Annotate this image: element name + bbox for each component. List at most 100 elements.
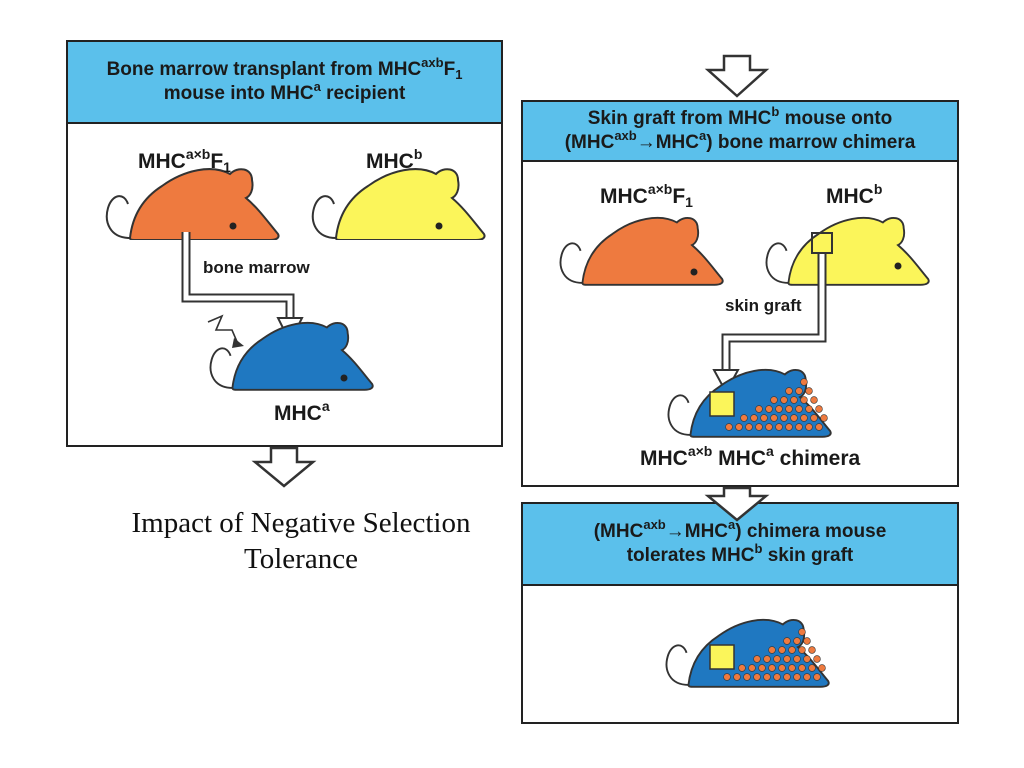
donor-cell-dot [785, 423, 793, 431]
donor-cell-dot [805, 405, 813, 413]
donor-cell-dot [778, 646, 786, 654]
arrow-down-icon [704, 54, 770, 98]
donor-cell-dot [803, 637, 811, 645]
donor-cell-dot [753, 655, 761, 663]
donor-cell-dot [790, 396, 798, 404]
donor-cell-dot [795, 405, 803, 413]
donor-cell-dot [768, 646, 776, 654]
donor-cell-dot [795, 423, 803, 431]
panel1-header-line2: mouse into MHCa recipient [163, 79, 406, 104]
irradiation-arrowhead-icon [232, 338, 244, 348]
panel1-header-line1: Bone marrow transplant from MHCaxbF1 [106, 55, 463, 82]
donor-cell-dot [793, 655, 801, 663]
label-f1: MHCa×bF1 [600, 181, 693, 210]
panel3-header-line1: (MHCaxb→MHCa) chimera mouse [593, 517, 887, 542]
donor-cell-dot [808, 664, 816, 672]
irradiation-bolt-icon [207, 314, 239, 345]
donor-cell-dot [743, 673, 751, 681]
donor-cell-dots [723, 628, 826, 681]
mouse-orange-f1 [559, 216, 724, 286]
arrow-down-icon [251, 446, 317, 488]
donor-cell-dot [785, 387, 793, 395]
skin-graft-patch [709, 391, 735, 417]
donor-cell-dot [758, 664, 766, 672]
label-recipient-mhca: MHCa [274, 398, 330, 425]
donor-cell-dot [780, 414, 788, 422]
donor-cell-dot [798, 646, 806, 654]
donor-cell-dot [800, 396, 808, 404]
slide-caption: Impact of Negative Selection Tolerance [96, 505, 506, 577]
panel2-header-line2: (MHCaxb→MHCa) bone marrow chimera [564, 128, 916, 153]
donor-cell-dot [775, 423, 783, 431]
donor-cell-dot [780, 396, 788, 404]
donor-cell-dot [818, 664, 826, 672]
donor-cell-dot [740, 414, 748, 422]
donor-cell-dot [765, 405, 773, 413]
donor-cell-dot [788, 664, 796, 672]
donor-cell-dot [768, 664, 776, 672]
donor-cell-dot [793, 637, 801, 645]
donor-cell-dot [788, 646, 796, 654]
donor-cell-dot [813, 655, 821, 663]
donor-cell-dot [805, 423, 813, 431]
donor-cell-dot [773, 673, 781, 681]
donor-cell-dot [735, 423, 743, 431]
donor-cell-dot [793, 673, 801, 681]
recipient-mouse-blue [209, 321, 374, 391]
donor-cell-dot [765, 423, 773, 431]
donor-cell-dot [800, 414, 808, 422]
donor-cell-dot [800, 378, 808, 386]
donor-cell-dot [820, 414, 828, 422]
donor-cell-dot [770, 396, 778, 404]
chimera-mouse [667, 368, 832, 438]
donor-cell-dot [748, 664, 756, 672]
donor-cell-dot [783, 655, 791, 663]
donor-cell-dot [783, 673, 791, 681]
donor-cell-dot [753, 673, 761, 681]
donor-cell-dot [798, 664, 806, 672]
bone-marrow-arrow [181, 232, 304, 345]
label-chimera: MHCa×b MHCa chimera [640, 443, 861, 470]
donor-cell-dot [815, 405, 823, 413]
donor-cell-dot [813, 673, 821, 681]
donor-cell-dot [778, 664, 786, 672]
donor-cell-dot [733, 673, 741, 681]
donor-cell-dot [755, 405, 763, 413]
donor-cell-dot [738, 664, 746, 672]
donor-cell-dot [723, 673, 731, 681]
donor-cell-dot [763, 655, 771, 663]
donor-cell-dot [815, 423, 823, 431]
skin-graft-arrow [712, 254, 827, 395]
label-mhcb-donor: MHCb [826, 181, 883, 208]
donor-cell-dot [783, 637, 791, 645]
donor-cell-dot [795, 387, 803, 395]
donor-cell-dot [755, 423, 763, 431]
donor-mouse-orange [105, 168, 280, 240]
panel-skin-graft: Skin graft from MHCb mouse onto (MHCaxb→… [521, 100, 959, 487]
skin-graft-site [811, 232, 833, 254]
label-donor-f1: MHCa×bF1 [138, 146, 231, 175]
donor-cell-dot [798, 628, 806, 636]
donor-cell-dot [803, 673, 811, 681]
donor-cell-dot [810, 414, 818, 422]
donor-cell-dot [750, 414, 758, 422]
caption-line1: Impact of Negative Selection [131, 507, 471, 539]
label-mhcb: MHCb [366, 146, 423, 173]
donor-cell-dot [745, 423, 753, 431]
donor-cell-dot [770, 414, 778, 422]
donor-cell-dot [808, 646, 816, 654]
panel2-header-line1: Skin graft from MHCb mouse onto [587, 104, 893, 129]
label-skin-graft: skin graft [725, 296, 802, 315]
arrow-down-icon [704, 486, 770, 522]
donor-cell-dot [763, 673, 771, 681]
panel1-header: Bone marrow transplant from MHCaxbF1 mou… [68, 42, 501, 124]
donor-cell-dots [725, 378, 828, 431]
donor-cell-dot [773, 655, 781, 663]
donor-cell-dot [810, 396, 818, 404]
panel2-header: Skin graft from MHCb mouse onto (MHCaxb→… [523, 102, 957, 162]
caption-line2: Tolerance [244, 543, 358, 575]
accepted-skin-graft [709, 644, 735, 670]
donor-cell-dot [725, 423, 733, 431]
mouse-yellow-mhcb [311, 168, 486, 240]
